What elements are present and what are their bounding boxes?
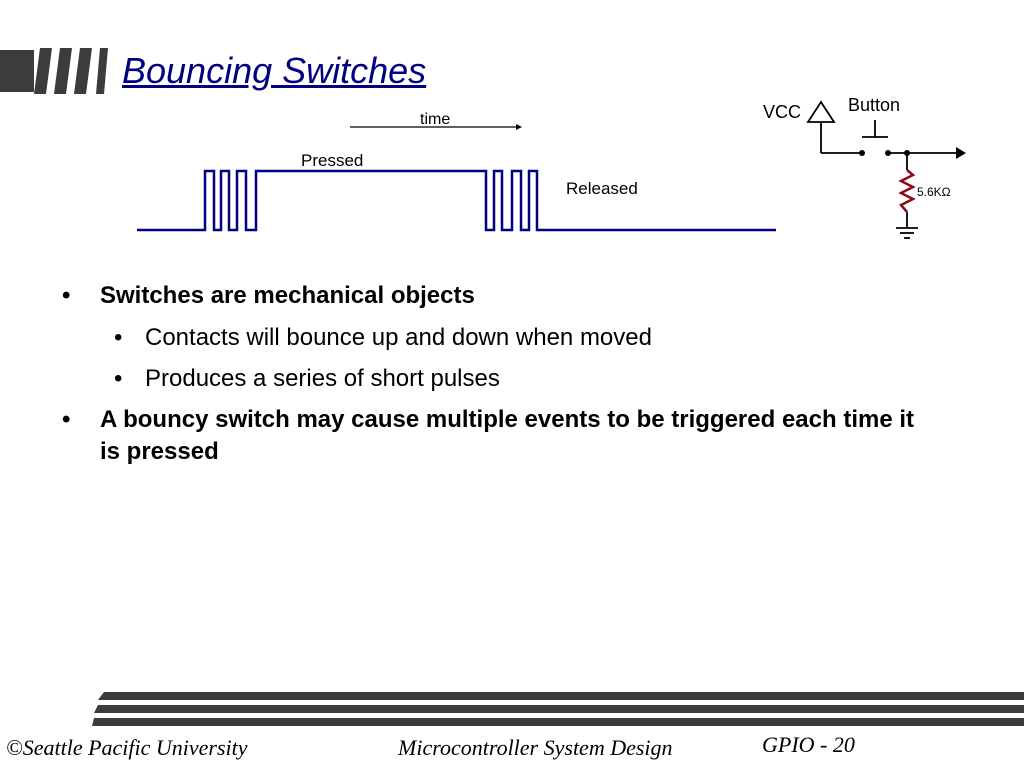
switch-contact-right — [885, 150, 891, 156]
footer-course: Microcontroller System Design — [398, 735, 673, 760]
output-arrow — [956, 147, 966, 159]
sub-bullet-item: Contacts will bounce up and down when mo… — [62, 322, 962, 354]
vcc-label: VCC — [763, 102, 802, 122]
logo-bars — [0, 48, 108, 94]
bullet-list: Switches are mechanical objects Contacts… — [62, 280, 962, 478]
switch-contact-left — [859, 150, 865, 156]
resistor-symbol — [898, 169, 916, 213]
junction-dot — [904, 150, 910, 156]
button-label: Button — [848, 95, 901, 115]
sub-bullet-item: Produces a series of short pulses — [62, 363, 962, 395]
time-label: time — [420, 111, 451, 128]
bullet-item: Switches are mechanical objects — [62, 280, 962, 312]
slide-title: Bouncing Switches — [122, 50, 427, 91]
footer-bars — [92, 692, 1024, 726]
footer-copyright: ©Seattle Pacific University — [6, 735, 248, 760]
switch-waveform — [137, 169, 776, 232]
bounce-diagram — [137, 100, 966, 239]
resistor-label: 5.6KΩ — [917, 185, 951, 199]
time-arrow — [350, 124, 522, 130]
pressed-label: Pressed — [301, 151, 364, 170]
button-circuit — [806, 100, 958, 239]
released-label: Released — [566, 179, 638, 198]
bullet-item: A bouncy switch may cause multiple event… — [62, 404, 920, 468]
footer-slide-ref: GPIO - 20 — [762, 732, 855, 757]
